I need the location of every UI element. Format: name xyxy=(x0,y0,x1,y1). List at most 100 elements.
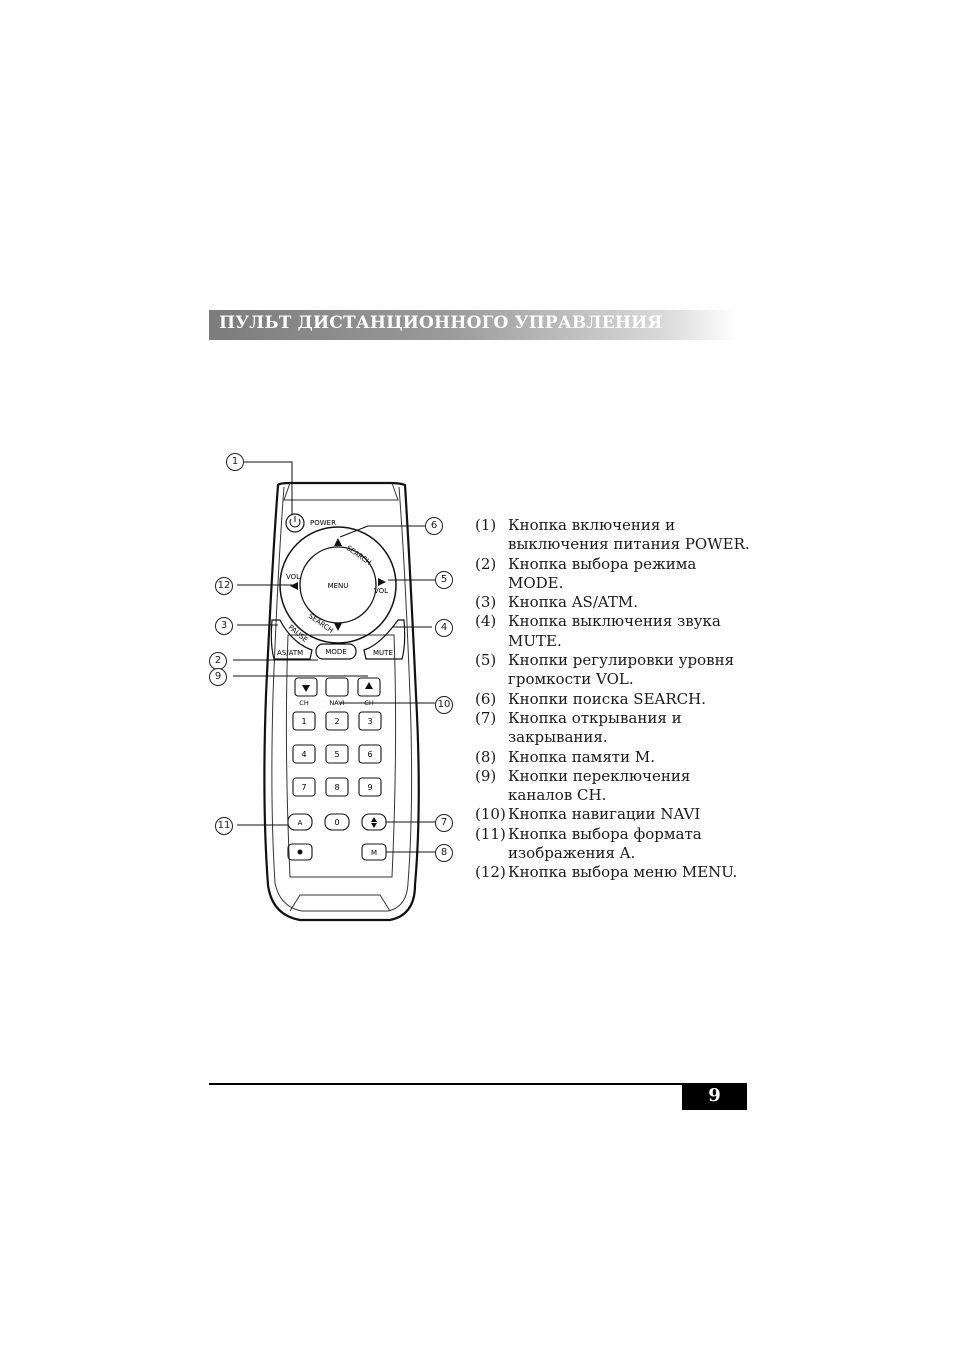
remote-control-illustration: POWER MENU SEARCH SEARCH VOL VOL PAUSE A… xyxy=(200,445,470,935)
key-2-button[interactable] xyxy=(325,711,349,731)
mute-label: MUTE xyxy=(373,649,393,657)
legend-number: (7) xyxy=(475,708,497,727)
search-bottom-label: SEARCH xyxy=(307,612,335,635)
menu-label: MENU xyxy=(328,582,349,590)
key-2-label: 2 xyxy=(334,717,339,726)
legend-text: Кнопка включения и выключения питания PO… xyxy=(508,516,750,554)
key-6-button[interactable] xyxy=(358,744,382,764)
button-legend: (1) Кнопка включения и выключения питания… xyxy=(475,516,755,883)
key-4-label: 4 xyxy=(301,750,306,759)
vol-left-icon[interactable] xyxy=(290,582,298,590)
callout-1: 1 xyxy=(226,453,244,471)
vol-right-label: VOL xyxy=(374,587,388,595)
legend-item: (10)Кнопка навигации NAVI xyxy=(475,805,755,824)
legend-text: Кнопка выключения звука MUTE. xyxy=(508,612,721,650)
footer-rule xyxy=(209,1083,747,1085)
legend-text: Кнопка AS/ATM. xyxy=(508,593,639,612)
key-7-label: 7 xyxy=(301,783,306,792)
ch-up-icon xyxy=(365,682,373,689)
section-title: ПУЛЬТ ДИСТАНЦИОННОГО УПРАВЛЕНИЯ xyxy=(219,313,663,333)
legend-item: (2) Кнопка выбора режима MODE. xyxy=(475,555,755,594)
key-3-button[interactable] xyxy=(358,711,382,731)
eject-up-icon xyxy=(371,817,377,822)
key-6-label: 6 xyxy=(367,750,372,759)
ch-down-icon xyxy=(302,685,310,692)
mode-label: MODE xyxy=(325,648,346,656)
key-5-button[interactable] xyxy=(325,744,349,764)
remote-body-outline xyxy=(263,481,420,922)
callout-10: 10 xyxy=(435,696,453,714)
legend-text: Кнопка навигации NAVI xyxy=(508,805,701,824)
legend-item: (11)Кнопка выбора формата изображения A. xyxy=(475,825,755,864)
legend-item: (6)Кнопки поиска SEARCH. xyxy=(475,690,755,709)
key-5-label: 5 xyxy=(334,750,339,759)
key-4-button[interactable] xyxy=(292,744,316,764)
legend-item: (12)Кнопка выбора меню MENU. xyxy=(475,863,755,882)
legend-item: (5) Кнопки регулировки уровня громкости V… xyxy=(475,651,755,690)
search-top-label: SEARCH xyxy=(345,544,373,567)
callout-11: 11 xyxy=(215,817,233,835)
legend-item: (4) Кнопка выключения звука MUTE. xyxy=(475,612,755,651)
legend-item: (8) Кнопка памяти M. xyxy=(475,748,755,767)
page-number: 9 xyxy=(708,1085,721,1106)
mute-button[interactable] xyxy=(363,619,406,660)
navi-label: NAVI xyxy=(329,699,344,707)
legend-number: (11) xyxy=(475,824,506,843)
legend-number: (8) xyxy=(475,747,497,766)
record-button[interactable] xyxy=(287,843,313,861)
legend-number: (3) xyxy=(475,593,497,612)
legend-text: Кнопка памяти M. xyxy=(508,747,655,766)
legend-number: (2) xyxy=(475,554,497,573)
power-button[interactable] xyxy=(285,513,305,533)
ch-down-button[interactable] xyxy=(294,677,318,697)
key-8-button[interactable] xyxy=(325,777,349,797)
callout-4: 4 xyxy=(435,619,453,637)
key-7-button[interactable] xyxy=(292,777,316,797)
legend-number: (4) xyxy=(475,612,497,631)
key-0-button[interactable] xyxy=(324,813,350,831)
as-atm-label: AS/ATM xyxy=(277,649,303,657)
as-atm-button[interactable] xyxy=(270,619,313,660)
callout-5: 5 xyxy=(435,571,453,589)
vol-right-icon[interactable] xyxy=(378,578,386,586)
key-1-button[interactable] xyxy=(292,711,316,731)
ch-left-label: CH xyxy=(299,699,309,707)
legend-number: (9) xyxy=(475,766,497,785)
navi-button[interactable] xyxy=(325,677,349,697)
power-label: POWER xyxy=(310,519,336,527)
key-9-button[interactable] xyxy=(358,777,382,797)
legend-number: (1) xyxy=(475,516,497,534)
legend-item: (7) Кнопка открывания и закрывания. xyxy=(475,709,755,748)
key-8-label: 8 xyxy=(334,783,339,792)
m-label: M xyxy=(371,849,377,857)
callout-9: 9 xyxy=(209,668,227,686)
search-up-icon[interactable] xyxy=(334,538,342,546)
legend-item: (1) Кнопка включения и выключения питания… xyxy=(475,516,755,555)
legend-text: Кнопка выбора формата изображения A. xyxy=(508,824,702,863)
vol-left-label: VOL xyxy=(286,573,300,581)
a-button[interactable] xyxy=(287,813,313,831)
legend-text: Кнопка открывания и закрывания. xyxy=(508,708,682,747)
ch-up-button[interactable] xyxy=(357,677,381,697)
legend-item: (3) Кнопка AS/ATM. xyxy=(475,593,755,612)
key-0-label: 0 xyxy=(334,818,339,827)
section-header: ПУЛЬТ ДИСТАНЦИОННОГО УПРАВЛЕНИЯ xyxy=(209,310,739,340)
dot-icon xyxy=(297,849,303,855)
legend-number: (12) xyxy=(475,863,506,882)
legend-number: (5) xyxy=(475,651,497,670)
mode-button[interactable] xyxy=(315,643,357,660)
legend-text: Кнопки регулировки уровня громкости VOL. xyxy=(508,651,735,689)
page-number-box: 9 xyxy=(682,1083,747,1110)
key-3-label: 3 xyxy=(367,717,372,726)
legend-text: Кнопка выбора режима MODE. xyxy=(508,554,697,592)
callout-7: 7 xyxy=(435,814,453,832)
legend-text: Кнопки поиска SEARCH. xyxy=(508,689,706,708)
callout-3: 3 xyxy=(215,617,233,635)
callout-6: 6 xyxy=(425,517,443,535)
search-down-icon[interactable] xyxy=(334,623,342,631)
callout-12: 12 xyxy=(215,577,233,595)
legend-text: Кнопка выбора меню MENU. xyxy=(508,863,738,882)
eject-down-icon xyxy=(371,823,377,828)
key-1-label: 1 xyxy=(301,717,306,726)
